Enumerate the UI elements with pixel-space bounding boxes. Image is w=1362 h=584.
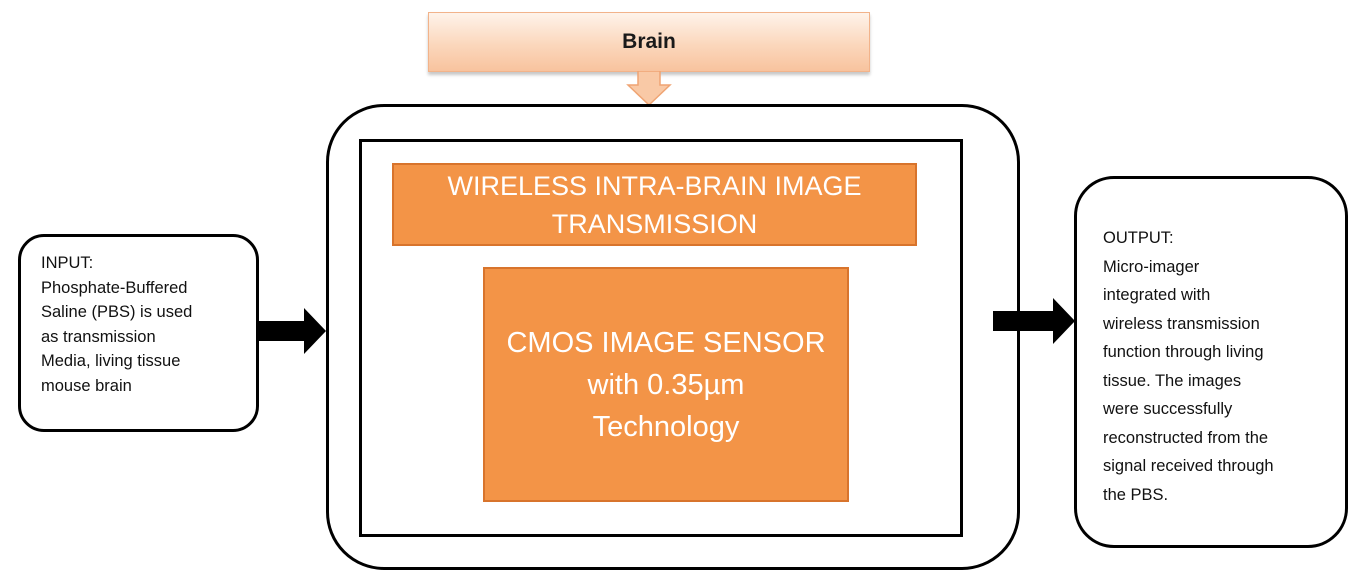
cmos-sensor-box: CMOS IMAGE SENSOR with 0.35µm Technology: [483, 267, 849, 502]
input-line: Media, living tissue: [41, 352, 181, 370]
wireless-line: TRANSMISSION: [551, 208, 758, 239]
input-line: Saline (PBS) is used: [41, 303, 193, 321]
output-line: wireless transmission: [1103, 314, 1260, 333]
input-line: INPUT:: [41, 254, 94, 272]
output-line: function through living: [1103, 343, 1264, 361]
output-line: the PBS.: [1103, 485, 1169, 504]
output-line: OUTPUT:: [1103, 229, 1174, 247]
cmos-line: CMOS IMAGE SENSOR: [506, 326, 826, 359]
cmos-line: Technology: [592, 410, 740, 443]
input-line: as transmission: [41, 327, 156, 346]
output-line: signal received through: [1103, 457, 1274, 475]
input-line: Phosphate-Buffered: [41, 278, 188, 297]
output-line: tissue. The images: [1103, 371, 1242, 390]
output-arrow: [993, 298, 1075, 344]
input-box: INPUT: Phosphate-Buffered Saline (PBS) i…: [18, 234, 259, 432]
output-line: reconstructed from the: [1103, 428, 1269, 447]
wireless-transmission-box: WIRELESS INTRA-BRAIN IMAGE TRANSMISSION: [392, 163, 917, 246]
input-line: mouse brain: [41, 376, 132, 395]
brain-box: Brain: [428, 12, 870, 72]
brain-down-arrow: [626, 71, 672, 107]
cmos-line: with 0.35µm: [587, 368, 745, 401]
output-box: OUTPUT: Micro-imager integrated with wir…: [1074, 176, 1348, 548]
input-arrow: [258, 308, 326, 354]
wireless-line: WIRELESS INTRA-BRAIN IMAGE: [447, 170, 862, 201]
output-line: were successfully: [1103, 400, 1233, 418]
brain-label: Brain: [622, 30, 676, 53]
output-line: integrated with: [1103, 286, 1211, 304]
output-line: Micro-imager: [1103, 257, 1200, 276]
